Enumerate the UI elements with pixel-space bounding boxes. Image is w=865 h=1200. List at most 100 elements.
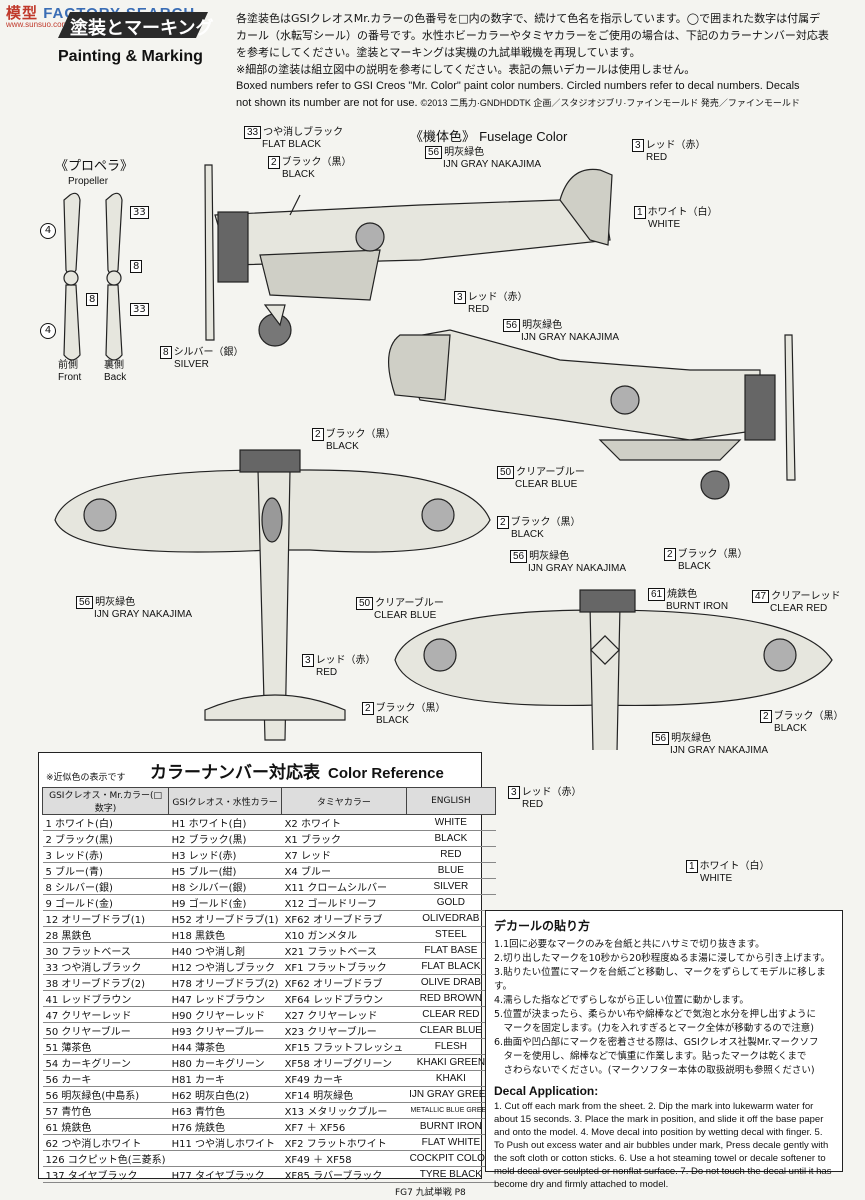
table-cell: XF2 フラットホワイト [281, 1134, 407, 1151]
table-note: ※近似色の表示です [46, 773, 126, 783]
table-cell: RED BROWN [406, 990, 496, 1007]
table-cell: H3 レッド(赤) [168, 846, 282, 863]
table-cell: X7 レッド [281, 846, 407, 863]
table-cell: 41 レッドブラウン [42, 990, 169, 1007]
decal-step: マークを固定します。(力を入れすぎるとマーク全体が移動するので注意) [494, 1023, 814, 1034]
table-cell: 3 レッド(赤) [42, 846, 169, 863]
table-cell: X13 メタリックブルー [281, 1102, 407, 1119]
table-cell: BURNT IRON [406, 1118, 496, 1135]
table-cell: H5 ブルー(紺) [168, 862, 282, 879]
table-cell: STEEL [406, 926, 496, 943]
table-cell: RED [406, 846, 496, 863]
decal-steps-jp: 1.1回に必要なマークのみを台紙と共にハサミで切り抜きます。2.切り出したマーク… [494, 938, 834, 1078]
table-cell: 2 ブラック(黒) [42, 830, 169, 847]
table-cell: XF62 オリーブドラブ [281, 910, 407, 927]
decal-step: 6.曲面や凹凸部にマークを密着させる際は、GSIクレオス社製Mr.マークソフ [494, 1037, 819, 1048]
table-cell: H90 クリヤーレッド [168, 1006, 282, 1023]
table-cell: XF7 ＋ XF56 [281, 1118, 407, 1135]
table-cell: X10 ガンメタル [281, 926, 407, 943]
table-cell: FLAT BLACK [406, 958, 496, 975]
table-cell: FLESH [406, 1038, 496, 1055]
table-cell: 47 クリヤーレッド [42, 1006, 169, 1023]
intro-line: ※細部の塗装は組立図中の説明を参考にしてください。表記の無いデカールは使用しませ… [236, 63, 696, 76]
column-header: GSIクレオス・水性カラー [168, 787, 283, 815]
table-cell: XF58 オリーブグリーン [281, 1054, 407, 1071]
table-cell: H1 ホワイト(白) [168, 814, 282, 831]
table-cell: GOLD [406, 894, 496, 911]
table-cell: FLAT WHITE [406, 1134, 496, 1151]
table-cell: 1 ホワイト(白) [42, 814, 169, 831]
table-cell: 54 カーキグリーン [42, 1054, 169, 1071]
copyright: ©2013 二馬力·GNDHDDTK 企画／スタジオジブリ·ファインモールド 発… [420, 98, 800, 108]
page-title-jp: 塗装とマーキング [70, 18, 214, 39]
table-cell: XF15 フラットフレッシュ [281, 1038, 407, 1055]
table-cell: XF1 フラットブラック [281, 958, 407, 975]
table-cell: X27 クリヤーレッド [281, 1006, 407, 1023]
table-cell: H44 薄茶色 [168, 1038, 282, 1055]
table-cell: 38 オリーブドラブ(2) [42, 974, 169, 991]
table-cell: OLIVE DRAB [406, 974, 496, 991]
table-cell: XF62 オリーブドラブ [281, 974, 407, 991]
propeller-front-drawing [63, 192, 81, 276]
intro-line: カール（水転写シール）の番号です。水性ホビーカラーやタミヤカラーをご使用の場合は… [236, 29, 829, 42]
table-cell: H8 シルバー(銀) [168, 878, 282, 895]
propeller-title-en: Propeller [68, 176, 109, 187]
table-cell: 28 黒鉄色 [42, 926, 169, 943]
table-cell: BLUE [406, 862, 496, 879]
table-cell: H76 焼鉄色 [168, 1118, 282, 1135]
table-cell: 50 クリヤーブルー [42, 1022, 169, 1039]
top-view-drawing [54, 449, 491, 741]
decal-step: さわらないでください。(マークソフター本体の取扱説明も参照ください) [494, 1065, 815, 1076]
table-cell: CLEAR RED [406, 1006, 496, 1023]
table-cell: H62 明灰白色(2) [168, 1086, 282, 1103]
table-cell: XF49 カーキ [281, 1070, 407, 1087]
intro-line-en: not shown its number are not for use. [236, 97, 418, 109]
table-cell: 137 タイヤブラック [42, 1166, 169, 1183]
table-cell: H2 ブラック(黒) [168, 830, 282, 847]
table-cell: H81 カーキ [168, 1070, 282, 1087]
table-cell: TYRE BLACK [406, 1166, 496, 1183]
table-cell: H77 タイヤブラック [168, 1166, 282, 1183]
decal-step: 2.切り出したマークを10秒から20秒程度ぬるま湯に浸してから引き上げます。 [494, 953, 831, 964]
table-cell: H47 レッドブラウン [168, 990, 282, 1007]
table-cell: COCKPIT COLOR [406, 1150, 496, 1167]
table-cell: H80 カーキグリーン [168, 1054, 282, 1071]
paint-callout: 8 [86, 287, 100, 306]
table-cell: X2 ホワイト [281, 814, 407, 831]
table-cell: 56 カーキ [42, 1070, 169, 1087]
decal-step: 4.濡らした指などでずらしながら正しい位置に動かします。 [494, 995, 749, 1006]
table-cell: 51 薄茶色 [42, 1038, 169, 1055]
decal-step: ターを使用し、綿棒などで慎重に作業します。貼ったマークは乾くまで [494, 1051, 807, 1062]
table-cell: H11 つや消しホワイト [168, 1134, 282, 1151]
column-header: タミヤカラー [281, 787, 407, 815]
title-bar [58, 12, 208, 38]
